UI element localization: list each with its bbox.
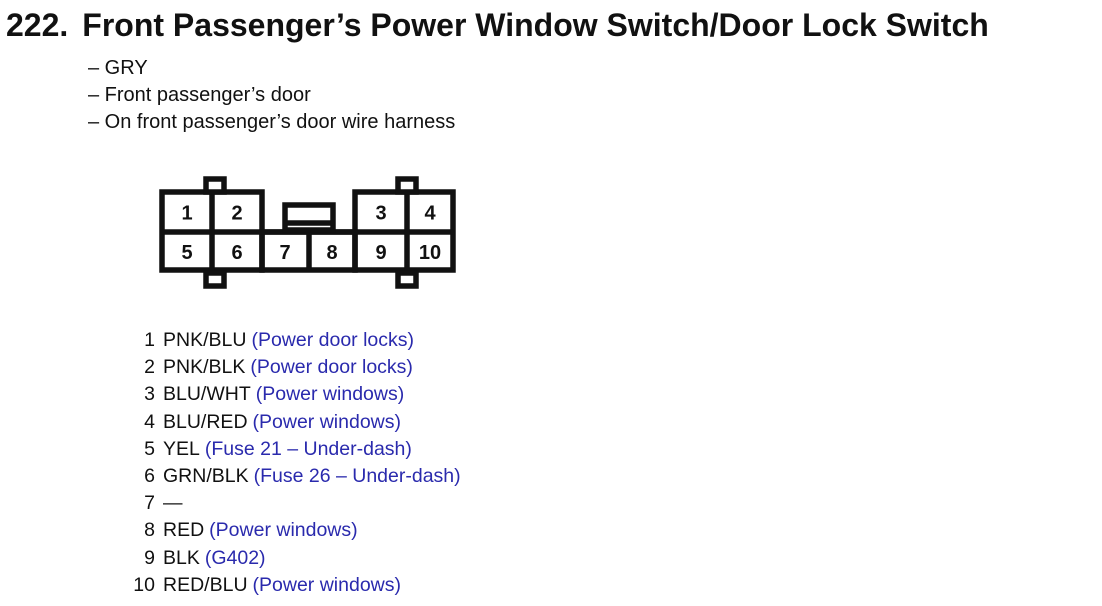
pin-destination: (Power windows) <box>252 573 401 596</box>
connector-latch <box>282 202 336 233</box>
cell-4: 4 <box>424 203 436 225</box>
cell-7: 7 <box>279 242 290 264</box>
pin-row-2: 2 PNK/BLK(Power door locks) <box>118 354 461 381</box>
pin-row-9: 9 BLK(G402) <box>118 545 461 572</box>
detail-line-color: – GRY <box>88 57 148 79</box>
cell-3: 3 <box>375 203 386 225</box>
cell-5: 5 <box>181 242 192 264</box>
pin-number: 10 <box>133 573 155 596</box>
page-title: 222. Front Passenger’s Power Window Switc… <box>6 6 989 44</box>
pin-row-6: 6 GRN/BLK(Fuse 26 – Under-dash) <box>118 463 461 490</box>
pin-row-10: 10 RED/BLU(Power windows) <box>118 572 461 599</box>
pin-row-8: 8 RED(Power windows) <box>118 517 461 544</box>
pin-wire-color: RED/BLU <box>163 573 248 596</box>
pin-number: 6 <box>144 464 155 487</box>
pin-row-5: 5 YEL(Fuse 21 – Under-dash) <box>118 436 461 463</box>
pin-row-3: 3 BLU/WHT(Power windows) <box>118 381 461 408</box>
connector-outline <box>159 176 456 289</box>
pin-wire-color: YEL <box>163 437 200 460</box>
pin-row-4: 4 BLU/RED(Power windows) <box>118 409 461 436</box>
pin-number: 9 <box>144 546 155 569</box>
item-number: 222. <box>6 7 69 43</box>
pin-destination: (Power windows) <box>209 519 358 542</box>
tab-bottom-left <box>203 270 227 289</box>
pin-destination: (Power door locks) <box>250 356 413 379</box>
pin-number: 5 <box>144 437 155 460</box>
pin-wire-color: PNK/BLK <box>163 356 246 379</box>
pin-destination: (Power windows) <box>252 410 401 433</box>
detail-line-location: – Front passenger’s door <box>88 83 311 106</box>
cell-1: 1 <box>181 203 192 225</box>
pin-wire-color: BLK <box>163 546 200 569</box>
detail-line-harness: – On front passenger’s door wire harness <box>88 110 456 133</box>
pin-destination: (Fuse 26 – Under-dash) <box>253 464 461 487</box>
pin-number: 8 <box>144 519 155 542</box>
tab-top-right <box>395 176 419 195</box>
pin-number: 3 <box>144 383 155 406</box>
tab-top-left <box>203 176 227 195</box>
pin-wire-color: PNK/BLU <box>163 329 247 351</box>
cell-9: 9 <box>375 242 386 264</box>
pin-destination: (G402) <box>204 546 266 569</box>
cell-8: 8 <box>326 242 337 264</box>
pin-row-7: 7— <box>118 490 461 517</box>
pin-destination: (Power windows) <box>255 383 405 406</box>
pin-wire-color: GRN/BLK <box>163 464 249 487</box>
tab-bottom-right <box>395 270 419 289</box>
pin-wire-color: — <box>163 492 183 515</box>
pin-destination: (Power door locks) <box>251 329 415 351</box>
pin-number: 2 <box>144 356 155 379</box>
cell-6: 6 <box>231 242 242 264</box>
pin-row-1: 1 PNK/BLU(Power door locks) <box>118 327 461 354</box>
pin-wire-color: BLU/WHT <box>163 383 251 406</box>
pin-number: 4 <box>144 410 155 433</box>
cell-10: 10 <box>419 242 441 264</box>
pin-number: 7 <box>144 492 155 515</box>
pin-wire-color: BLU/RED <box>163 410 248 433</box>
connector-pinout-diagram: 1 2 3 4 5 6 7 8 9 10 <box>159 176 456 289</box>
cell-2: 2 <box>231 203 242 225</box>
pin-number: 1 <box>144 329 155 351</box>
connector-detail-list: – GRY – Front passenger’s door – On fron… <box>88 55 455 135</box>
pin-wire-color: RED <box>163 519 205 542</box>
title-text: Front Passenger’s Power Window Switch/Do… <box>82 7 989 43</box>
connector-cell-numbers: 1 2 3 4 5 6 7 8 9 10 <box>181 203 441 265</box>
pin-destination: (Fuse 21 – Under-dash) <box>204 437 412 460</box>
